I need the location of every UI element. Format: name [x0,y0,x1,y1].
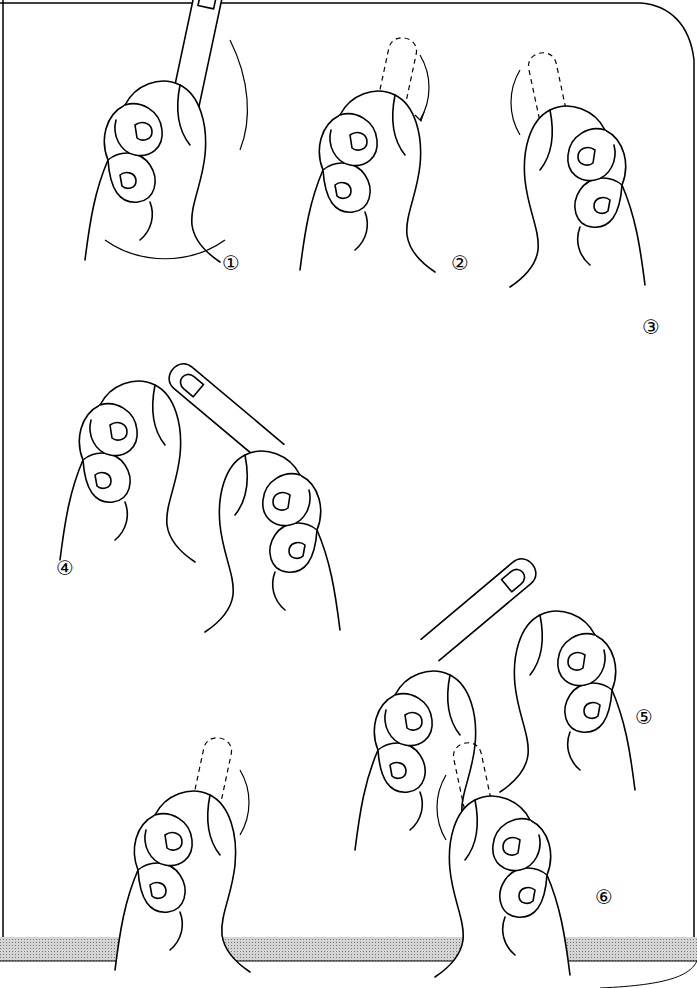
callout-number: ① [222,253,240,273]
callout-number: ⑥ [595,887,613,907]
callout-number: ⑤ [635,707,653,727]
callout-number: ④ [56,558,74,578]
callout-number: ③ [642,317,660,337]
callout-number: ② [451,253,469,273]
